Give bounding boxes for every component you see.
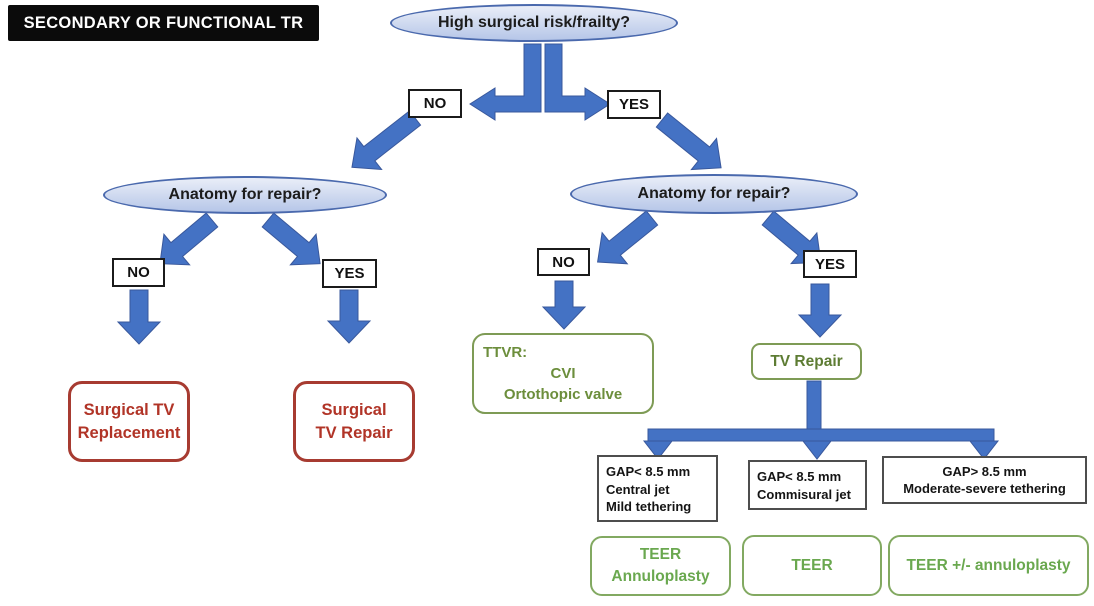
treatment-teer: TEER: [742, 535, 882, 596]
arrow-right-anatomy-to-no: [597, 210, 659, 265]
label-left-yes: YES: [322, 259, 377, 288]
arrow-left-anatomy-to-no: [159, 212, 219, 266]
decision-high-surgical-risk: High surgical risk/frailty?: [390, 4, 678, 42]
criteria-severe-tethering: GAP> 8.5 mm Moderate-severe tethering: [882, 456, 1087, 504]
treatment-teer-annuloplasty: TEER Annuloplasty: [590, 536, 731, 596]
arrow-yes-to-right-anatomy: [655, 112, 722, 171]
arrow-right-no-to-ttvr: [541, 280, 587, 330]
arrow-root-to-no: [469, 43, 542, 121]
arrow-right-yes-to-tv-repair: [797, 283, 843, 338]
arrow-left-yes-to-repair: [326, 289, 372, 344]
label-right-no: NO: [537, 248, 590, 276]
criteria-line: Central jet: [606, 481, 670, 497]
outcome-line: TTVR:: [483, 344, 528, 361]
criteria-commisural-jet: GAP< 8.5 mm Commisural jet: [748, 460, 867, 510]
outcome-tv-repair: TV Repair: [751, 343, 862, 380]
criteria-line: GAP> 8.5 mm: [942, 463, 1027, 479]
decision-right-anatomy-for-repair: Anatomy for repair?: [570, 174, 858, 214]
treatment-line: TEER: [639, 546, 682, 563]
diagram-title: SECONDARY OR FUNCTIONAL TR: [8, 5, 319, 41]
arrow-left-anatomy-to-yes: [261, 212, 321, 266]
label-root-no: NO: [408, 89, 462, 118]
arrow-left-no-to-replacement: [116, 289, 162, 345]
treatment-teer-plus-annuloplasty: TEER +/- annuloplasty: [888, 535, 1089, 596]
outcome-line: Replacement: [77, 423, 181, 442]
label-right-yes: YES: [803, 250, 857, 278]
label-root-yes: YES: [607, 90, 661, 119]
outcome-line: Ortothopic valve: [503, 386, 623, 403]
outcome-line: Surgical TV: [83, 400, 175, 419]
criteria-line: Moderate-severe tethering: [903, 481, 1066, 496]
treatment-line: TEER +/- annuloplasty: [906, 556, 1071, 574]
arrow-tv-repair-trident: [642, 380, 1000, 460]
outcome-line: CVI: [550, 365, 576, 382]
outcome-surgical-tv-repair: Surgical TV Repair: [293, 381, 415, 462]
criteria-line: Commisural jet: [757, 486, 851, 502]
treatment-line: TEER: [791, 556, 833, 574]
outcome-ttvr: TTVR: CVI Ortothopic valve: [472, 333, 654, 414]
arrow-root-to-yes: [544, 43, 611, 121]
criteria-line: GAP< 8.5 mm: [757, 469, 842, 484]
arrow-no-to-left-anatomy: [351, 110, 422, 171]
criteria-line: GAP< 8.5 mm: [606, 464, 691, 479]
outcome-line: TV Repair: [315, 423, 393, 442]
criteria-central-jet: GAP< 8.5 mm Central jet Mild tethering: [597, 455, 718, 522]
outcome-surgical-tv-replacement: Surgical TV Replacement: [68, 381, 190, 462]
decision-left-anatomy-for-repair: Anatomy for repair?: [103, 176, 387, 214]
criteria-line: Mild tethering: [606, 499, 692, 514]
outcome-line: Surgical: [321, 400, 387, 419]
treatment-line: Annuloplasty: [611, 568, 710, 585]
label-left-no: NO: [112, 258, 165, 287]
